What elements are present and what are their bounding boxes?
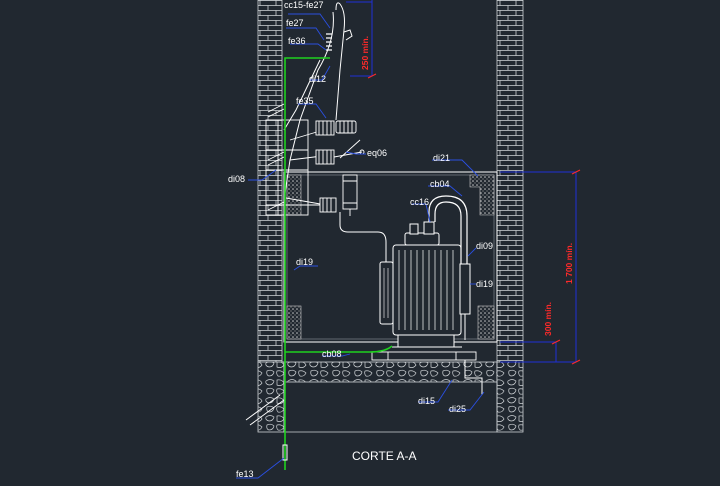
dotted-block-cell-left [286, 174, 302, 216]
left-foundation [257, 361, 285, 433]
pit-outline [283, 382, 498, 433]
ground-rod [245, 394, 288, 461]
bushing-insulators [315, 120, 357, 213]
label-di12: di12 [309, 74, 326, 84]
cable-to-floor [464, 314, 483, 395]
label-di08: di08 [228, 174, 245, 184]
dimension-top: 250 mín. [360, 36, 370, 70]
label-di15: di15 [418, 396, 435, 406]
ground-wire [284, 57, 393, 470]
label-di19-left: di19 [296, 257, 313, 267]
drawing-title: CORTE A-A [352, 449, 416, 463]
dotted-block-top-right [469, 174, 495, 216]
switchgear-frame [265, 119, 331, 216]
dimension-outer: 1 700 mín. [564, 243, 574, 284]
fuse-unit [342, 174, 358, 216]
incoming-cable [283, 2, 353, 201]
label-fe13: fe13 [236, 469, 254, 479]
transformer [379, 221, 462, 348]
dimension-lines [346, 0, 577, 363]
disconnect-switch-eq06 [333, 139, 365, 159]
label-di19-right: di19 [476, 279, 493, 289]
dotted-block-bottom-right [477, 305, 495, 340]
right-foundation [496, 361, 524, 433]
lv-cable [339, 212, 387, 262]
dotted-block-bottom-left [286, 305, 302, 340]
label-fe27: fe27 [286, 18, 304, 28]
dimension-inner: 300 mín. [543, 302, 553, 336]
label-eq06: eq06 [367, 148, 387, 158]
right-brick-wall [496, 0, 524, 363]
label-cb08: cb08 [322, 349, 342, 359]
transformer-wheels-base [371, 351, 477, 361]
wall-hatching [267, 103, 285, 211]
label-di25: di25 [449, 404, 466, 414]
label-di21: di21 [433, 153, 450, 163]
label-fe35: fe35 [296, 96, 314, 106]
label-cc16: cc16 [410, 197, 429, 207]
leader-lines [236, 13, 485, 479]
label-cc15-fe27: cc15-fe27 [284, 0, 324, 10]
cell-inner-line [286, 174, 495, 340]
label-fe36: fe36 [288, 36, 306, 46]
dimension-ticks [367, 73, 581, 365]
hv-cable-cc16 [428, 195, 468, 265]
label-di09: di09 [476, 241, 493, 251]
transformer-cell [283, 171, 498, 343]
label-cb04: cb04 [430, 179, 450, 189]
cable-termination-di09 [459, 263, 471, 315]
